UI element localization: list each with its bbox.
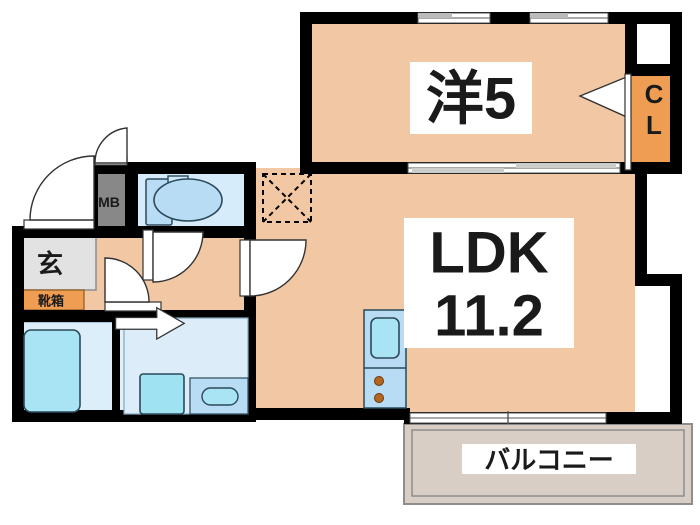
- hallway-ldk-door-panel[interactable]: [239, 239, 251, 297]
- fixture-kitchen-sink: [370, 317, 400, 359]
- label-ldk-size: 11.2: [434, 284, 544, 349]
- wall-bath-washroom-divider: [112, 316, 120, 416]
- partition-sash-left: [412, 168, 504, 173]
- entrance-door-swing[interactable]: [29, 155, 95, 221]
- wall-bedroom-west: [300, 12, 312, 174]
- entrance-door-threshold[interactable]: [23, 219, 95, 230]
- label-closet-l: L: [646, 110, 662, 140]
- label-genkan: 玄: [37, 249, 63, 279]
- kitchen-fixtures: [363, 309, 407, 409]
- washroom-door-panel[interactable]: [104, 301, 162, 312]
- fixture-meter-box: [93, 172, 125, 232]
- wall-ldk-south-left: [244, 408, 410, 420]
- wall-mb-east: [125, 166, 138, 232]
- wall-closet-east: [670, 12, 682, 174]
- label-ldk: LDK: [429, 221, 548, 286]
- window-nr-sash: [530, 13, 568, 18]
- label-shoe-cabinet: 靴箱: [38, 294, 64, 309]
- hallway-ldk-door-swing[interactable]: [249, 239, 307, 297]
- wall-bedroom-ne-stub: [625, 12, 682, 24]
- meterbox-door-swing[interactable]: [94, 127, 128, 164]
- ldk-label-backdrop: [404, 218, 574, 348]
- hatch-diagonal-b: [262, 173, 312, 223]
- wall-closet-top: [625, 64, 682, 76]
- wall-ldk-far-east: [670, 274, 682, 424]
- bathroom-folding-door-marker[interactable]: [114, 306, 186, 341]
- washroom-door-swing[interactable]: [104, 257, 150, 303]
- closet-door-track[interactable]: [624, 73, 632, 171]
- fixture-stove-burner-front: [374, 393, 384, 403]
- wall-bedroom-north: [300, 12, 682, 24]
- windows-group: [407, 12, 621, 424]
- wall-west-outer: [12, 226, 24, 422]
- toilet-door-panel[interactable]: [142, 229, 154, 281]
- balcony-label-backdrop: [462, 444, 636, 474]
- room-fill-closet: [631, 75, 676, 168]
- fixture-stove-burner-back: [374, 376, 384, 386]
- toilet-fixtures: [145, 175, 223, 226]
- western-room-label-backdrop: [410, 62, 532, 134]
- balcony-inner-border: [411, 429, 685, 497]
- wall-ldk-east-upper: [635, 162, 647, 286]
- label-meter-box: MB: [98, 194, 120, 210]
- fixture-washbasin: [139, 373, 185, 415]
- partition-sash-right: [516, 163, 616, 168]
- hatch-diagonal-a: [262, 173, 312, 223]
- washroom-fixtures: [123, 317, 249, 415]
- bathroom-fixtures: [23, 329, 81, 413]
- wall-bedroom-east-upper: [625, 12, 637, 76]
- fixture-bathtub: [23, 329, 81, 413]
- pipe-shaft-hatch: [262, 173, 312, 223]
- fixture-toilet-bowl: [153, 178, 223, 222]
- label-balcony: バルコニー: [484, 445, 613, 475]
- hatch-outline: [262, 173, 312, 223]
- doors-group: [23, 73, 632, 341]
- window-nl-sash: [418, 13, 452, 18]
- toilet-door-swing[interactable]: [152, 231, 204, 283]
- label-closet-c: C: [645, 79, 664, 109]
- label-western-room: 洋5: [426, 67, 516, 132]
- fixture-washing-machine-drain: [201, 387, 239, 406]
